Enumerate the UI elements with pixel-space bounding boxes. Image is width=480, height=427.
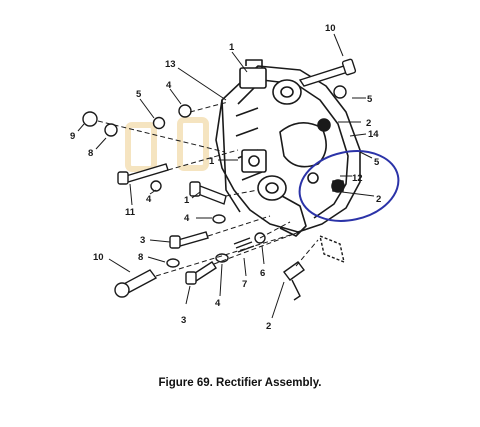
highlight-circle xyxy=(298,150,400,222)
leader-lines xyxy=(77,33,375,319)
callout-labels: 1 10 13 5 4 5 9 8 2 14 5 12 2 1 1 11 4 4… xyxy=(70,23,381,332)
callout-1-top: 1 xyxy=(229,42,235,53)
callout-3-left: 3 xyxy=(140,235,145,246)
callout-4-bottom: 4 xyxy=(215,298,221,309)
callout-8-left: 8 xyxy=(88,148,93,159)
callout-10-low: 10 xyxy=(93,252,104,263)
callout-5-left: 5 xyxy=(136,89,142,100)
callout-2-upper: 2 xyxy=(366,118,371,129)
callout-14: 14 xyxy=(368,129,379,140)
callout-7: 7 xyxy=(242,279,247,290)
callout-10-top: 10 xyxy=(325,23,336,34)
callout-6: 6 xyxy=(260,268,265,279)
callout-12: 12 xyxy=(352,173,363,184)
callout-11: 11 xyxy=(125,207,136,218)
callout-1-low: 1 xyxy=(184,195,190,206)
callout-2-circle: 2 xyxy=(376,194,381,205)
callout-1-mid: 1 xyxy=(209,156,215,167)
callout-13: 13 xyxy=(165,59,176,70)
hardware xyxy=(82,58,357,301)
callout-9: 9 xyxy=(70,131,75,142)
callout-4-mid: 4 xyxy=(146,194,152,205)
callout-4-upper: 4 xyxy=(166,80,172,91)
callout-3-bottom: 3 xyxy=(181,315,186,326)
callout-8-low: 8 xyxy=(138,252,143,263)
callout-4-low: 4 xyxy=(184,213,190,224)
heat-sink-plate xyxy=(215,59,361,237)
callout-5-right: 5 xyxy=(367,94,373,105)
callout-5-mid: 5 xyxy=(374,157,380,168)
figure-caption: Figure 69. Rectifier Assembly. xyxy=(158,377,322,389)
callout-2-bottom: 2 xyxy=(266,321,271,332)
